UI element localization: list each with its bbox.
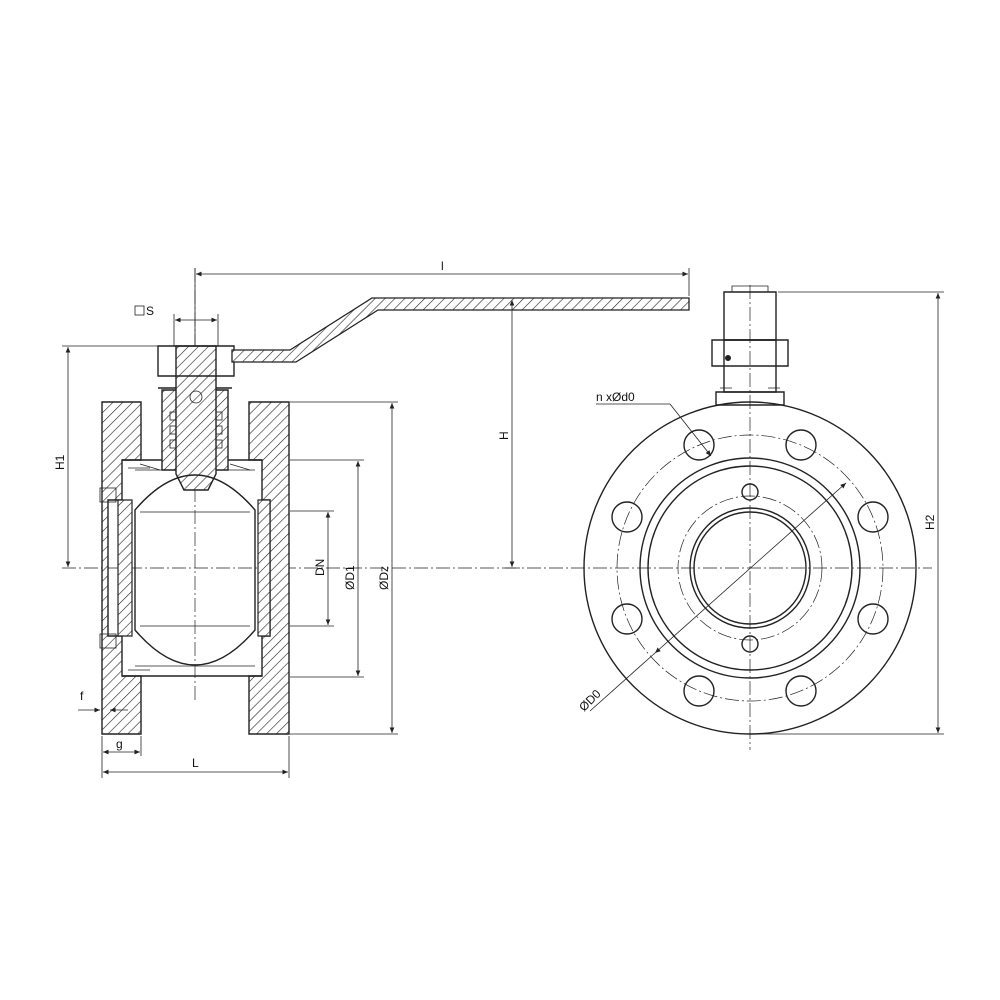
dim-line-d0 <box>654 482 847 654</box>
handle-boss <box>157 345 235 377</box>
dim-label-face-length: L <box>192 756 199 770</box>
dim-label-d0: ØD0 <box>576 687 604 715</box>
section-view <box>62 268 690 735</box>
dim-label-h: H <box>497 431 511 440</box>
flange-inner-ring <box>639 457 861 679</box>
right-seat <box>257 499 271 637</box>
leader-bolt-holes <box>669 403 712 457</box>
end-view <box>505 285 932 750</box>
dim-label-handle-length: l <box>441 259 444 273</box>
valve-stem <box>175 345 217 491</box>
stem-pin <box>189 390 203 404</box>
dim-label-dn: DN <box>313 559 327 576</box>
left-seat <box>117 499 133 637</box>
label-bolt-holes: n xØd0 <box>596 390 635 404</box>
set-screw <box>725 355 731 361</box>
bolt-circle <box>616 434 884 702</box>
handle-lever <box>231 297 690 363</box>
square-symbol <box>134 305 145 316</box>
section-dimensions: l S H1 H DN ØD1 ØDz f <box>53 259 690 778</box>
ball <box>134 474 256 666</box>
dim-label-g: g <box>116 737 123 751</box>
bolt-holes <box>611 429 889 707</box>
raised-face-ring <box>647 465 853 671</box>
dim-label-dz: ØDz <box>377 566 391 590</box>
dim-label-h2: H2 <box>923 514 937 530</box>
stem-top-cap <box>731 285 769 293</box>
dim-label-f: f <box>80 689 84 703</box>
dim-label-h1: H1 <box>53 454 67 470</box>
dim-label-d1: ØD1 <box>343 565 357 590</box>
dim-label-square: S <box>146 304 154 318</box>
flange-bolts <box>99 463 251 671</box>
packing-rings <box>169 411 223 449</box>
ball-bore-lines <box>140 511 250 627</box>
